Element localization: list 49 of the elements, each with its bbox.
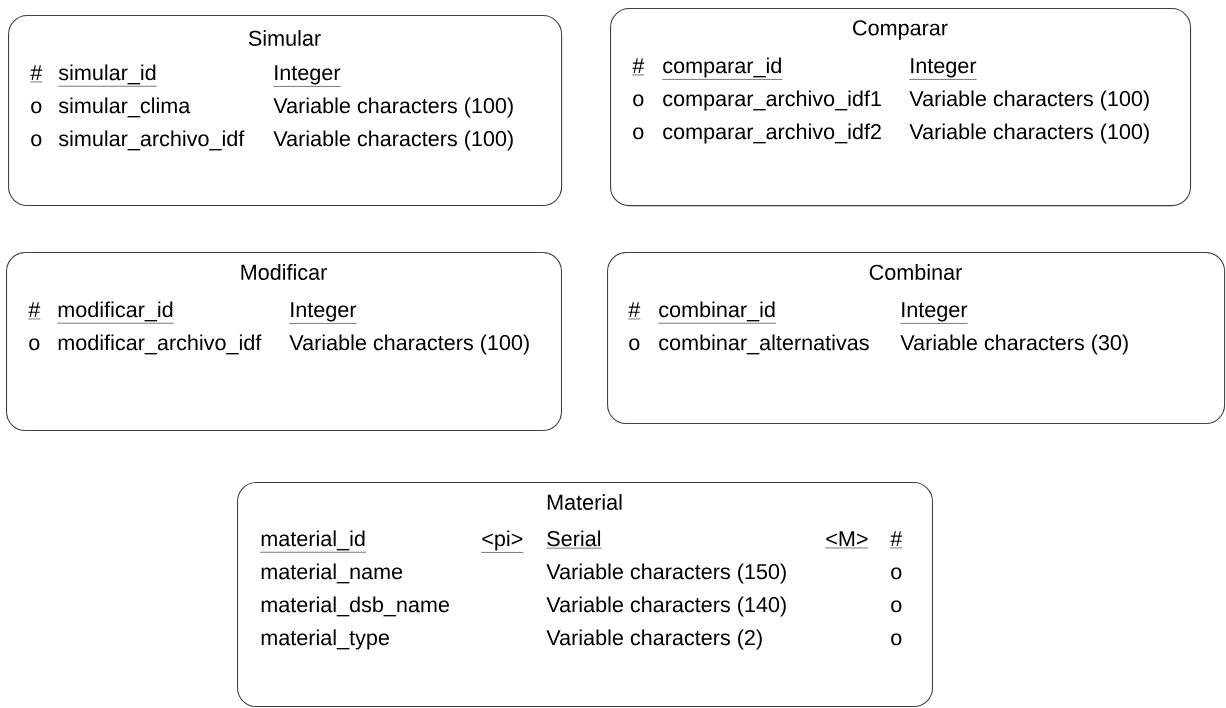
- attribute-name: material_id: [260, 530, 367, 553]
- attribute-name: simular_archivo_idf: [58, 130, 245, 151]
- attribute-name: modificar_id: [57, 301, 174, 324]
- entity-title: Simular: [248, 30, 321, 46]
- entity-title: Material: [547, 494, 622, 510]
- entity-box: [610, 8, 1192, 207]
- attribute-name: comparar_archivo_idf1: [663, 90, 881, 111]
- identifier-tag: <pi>: [481, 530, 524, 553]
- data-type: Integer: [909, 58, 977, 80]
- mandatory-tag: <M>: [825, 531, 869, 549]
- attribute-name: material_type: [261, 629, 389, 650]
- entity-box: [237, 482, 933, 708]
- key-marker: o: [29, 338, 40, 351]
- key-marker: o: [891, 633, 902, 646]
- key-marker: o: [891, 600, 902, 613]
- data-type: Variable characters (100): [273, 130, 513, 151]
- entity-title: Combinar: [869, 264, 962, 280]
- data-type: Variable characters (100): [289, 334, 529, 355]
- attribute-name: comparar_archivo_idf2: [663, 123, 881, 144]
- attribute-name: simular_id: [58, 64, 157, 87]
- key-marker: o: [31, 101, 42, 114]
- entity-box: [8, 15, 563, 207]
- entity-box: [6, 252, 562, 432]
- attribute-name: comparar_id: [662, 57, 783, 80]
- attribute-name: modificar_archivo_idf: [58, 334, 262, 355]
- attribute-name: combinar_alternativas: [659, 334, 869, 355]
- attribute-name: material_dsb_name: [261, 596, 449, 617]
- data-type: Variable characters (30): [900, 334, 1128, 355]
- attribute-name: simular_clima: [58, 97, 191, 118]
- data-type: Variable characters (100): [909, 123, 1149, 144]
- data-type: Integer: [273, 65, 341, 87]
- data-type: Variable characters (150): [546, 563, 786, 584]
- key-marker: o: [31, 134, 42, 147]
- entity-title: Comparar: [853, 20, 948, 40]
- data-type: Variable characters (100): [273, 97, 513, 118]
- key-marker: o: [633, 94, 644, 107]
- key-marker: o: [629, 338, 640, 351]
- key-marker: o: [891, 567, 902, 580]
- attribute-name: combinar_id: [658, 301, 777, 324]
- key-marker: o: [633, 127, 644, 140]
- entity-title: Modificar: [241, 264, 327, 280]
- attribute-name: material_name: [261, 563, 403, 584]
- data-type: Integer: [289, 302, 357, 324]
- data-type: Serial: [546, 530, 602, 549]
- entity-box: [607, 252, 1226, 424]
- data-type: Variable characters (140): [546, 596, 786, 617]
- data-type: Variable characters (2): [546, 629, 762, 650]
- data-type: Variable characters (100): [909, 90, 1149, 111]
- data-type: Integer: [900, 302, 968, 324]
